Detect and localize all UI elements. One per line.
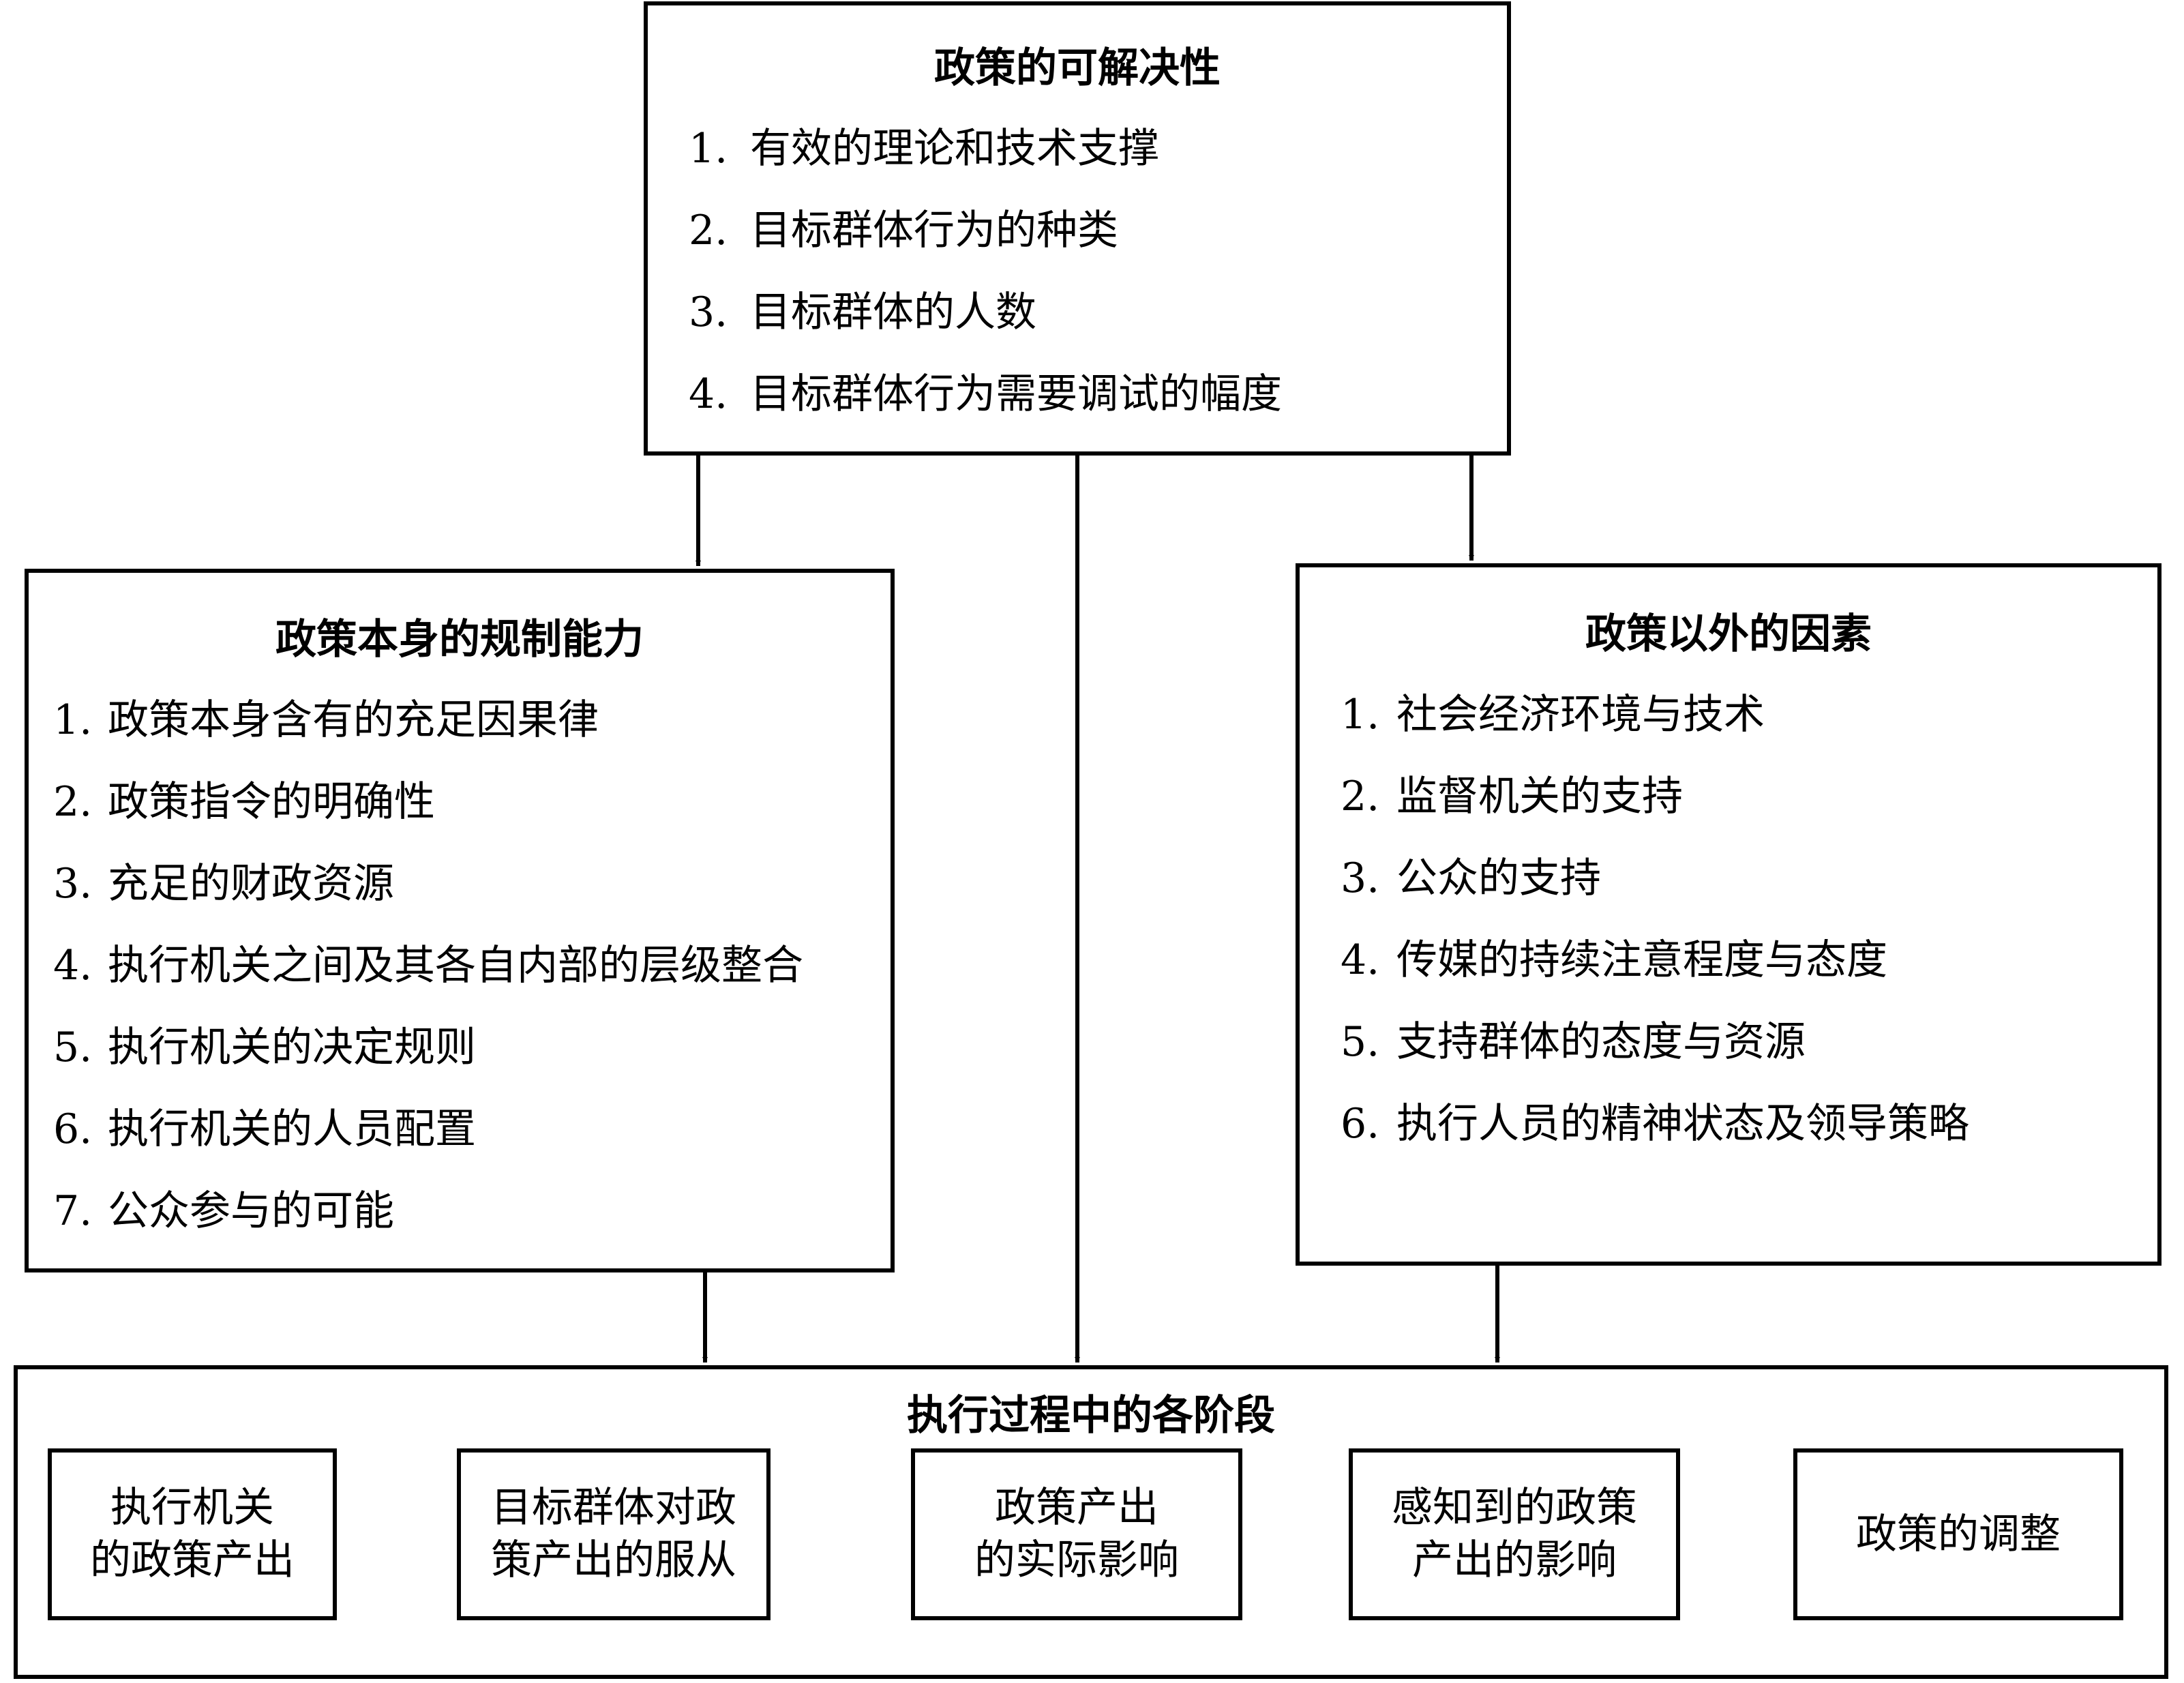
list-item: 2. 监督机关的支持 bbox=[1341, 776, 1969, 817]
item-text: 目标群体行为的种类 bbox=[750, 207, 1118, 254]
item-number: 6. bbox=[1341, 1100, 1380, 1148]
item-text: 传媒的持续注意程度与态度 bbox=[1396, 936, 1887, 984]
item-text: 充足的财政资源 bbox=[108, 860, 394, 908]
policy-solvability-list: 1.有效的理论和技术支撑 2.目标群体行为的种类 3.目标群体的人数 4.目标群… bbox=[689, 128, 1282, 415]
item-text: 执行机关之间及其各自内部的层级整合 bbox=[108, 942, 803, 989]
stage-label: 目标群体对政 策产出的服从 bbox=[491, 1484, 736, 1584]
implementation-stages-title: 执行过程中的各阶段 bbox=[907, 1392, 1275, 1440]
item-text: 监督机关的支持 bbox=[1396, 773, 1683, 820]
item-text: 公众的支持 bbox=[1396, 854, 1601, 902]
list-item: 3.公众的支持 bbox=[1341, 858, 1969, 899]
item-number: 5. bbox=[1341, 1018, 1380, 1066]
list-item: 6.执行人员的精神状态及领导策略 bbox=[1341, 1103, 1969, 1144]
list-item: 3.目标群体的人数 bbox=[689, 292, 1282, 333]
item-number: 5. bbox=[53, 1024, 93, 1071]
item-number: 3. bbox=[53, 860, 93, 908]
item-number: 6. bbox=[53, 1105, 93, 1153]
item-text: 支持群体的态度与资源 bbox=[1396, 1018, 1806, 1066]
list-item: 5.支持群体的态度与资源 bbox=[1341, 1022, 1969, 1062]
item-text: 目标群体的人数 bbox=[750, 288, 1036, 336]
item-text: 执行机关的人员配置 bbox=[108, 1105, 476, 1153]
item-text: 公众参与的可能 bbox=[108, 1187, 394, 1235]
stage-label: 政策的调整 bbox=[1856, 1510, 2061, 1558]
stage-policy-adjustment: 政策的调整 bbox=[1793, 1448, 2123, 1620]
external-factors-box: 政策以外的因素 1.社会经济环境与技术 2.监督机关的支持 3.公众的支持 4.… bbox=[1296, 563, 2161, 1266]
list-item: 1.有效的理论和技术支撑 bbox=[689, 128, 1282, 169]
stage-actual-impact: 政策产出 的实际影响 bbox=[911, 1448, 1242, 1620]
list-item: 4. 执行机关之间及其各自内部的层级整合 bbox=[53, 945, 803, 986]
item-number: 3. bbox=[689, 288, 728, 336]
item-text: 目标群体行为需要调试的幅度 bbox=[750, 370, 1282, 418]
external-factors-list: 1.社会经济环境与技术 2.监督机关的支持 3.公众的支持 4.传媒的持续注意程… bbox=[1341, 694, 1969, 1144]
item-text: 政策本身含有的充足因果律 bbox=[108, 696, 599, 744]
policy-solvability-title: 政策的可解决性 bbox=[934, 44, 1221, 92]
regulatory-capacity-box: 政策本身的规制能力 1.政策本身含有的充足因果律 2.政策指令的明确性 3.充足… bbox=[25, 569, 895, 1272]
item-number: 4. bbox=[1341, 936, 1380, 984]
stage-label: 感知到的政策 产出的影响 bbox=[1392, 1484, 1637, 1584]
item-text: 执行机关的决定规则 bbox=[108, 1024, 476, 1071]
stage-target-compliance: 目标群体对政 策产出的服从 bbox=[457, 1448, 771, 1620]
list-item: 1.社会经济环境与技术 bbox=[1341, 694, 1969, 735]
list-item: 3.充足的财政资源 bbox=[53, 863, 803, 904]
item-text: 社会经济环境与技术 bbox=[1396, 691, 1765, 739]
external-factors-title: 政策以外的因素 bbox=[1585, 610, 1872, 658]
stage-label: 执行机关 的政策产出 bbox=[90, 1484, 295, 1584]
list-item: 5. 执行机关的决定规则 bbox=[53, 1027, 803, 1068]
item-number: 4. bbox=[53, 942, 93, 989]
stage-perceived-impact: 感知到的政策 产出的影响 bbox=[1349, 1448, 1680, 1620]
list-item: 4.目标群体行为需要调试的幅度 bbox=[689, 374, 1282, 415]
list-item: 2. 目标群体行为的种类 bbox=[689, 210, 1282, 251]
list-item: 6.执行机关的人员配置 bbox=[53, 1109, 803, 1150]
item-number: 3. bbox=[1341, 854, 1380, 902]
item-number: 2. bbox=[1341, 773, 1380, 820]
item-number: 1. bbox=[689, 125, 728, 173]
stage-label: 政策产出 的实际影响 bbox=[974, 1484, 1179, 1584]
stage-agency-output: 执行机关 的政策产出 bbox=[48, 1448, 337, 1620]
item-number: 2. bbox=[689, 207, 728, 254]
item-number: 1. bbox=[53, 696, 93, 744]
item-number: 7. bbox=[53, 1187, 93, 1235]
item-text: 执行人员的精神状态及领导策略 bbox=[1396, 1100, 1969, 1148]
list-item: 1.政策本身含有的充足因果律 bbox=[53, 700, 803, 741]
regulatory-capacity-title: 政策本身的规制能力 bbox=[275, 616, 644, 664]
list-item: 2.政策指令的明确性 bbox=[53, 781, 803, 822]
list-item: 4.传媒的持续注意程度与态度 bbox=[1341, 940, 1969, 981]
item-number: 1. bbox=[1341, 691, 1380, 739]
list-item: 7.公众参与的可能 bbox=[53, 1191, 803, 1232]
item-text: 有效的理论和技术支撑 bbox=[750, 125, 1159, 173]
item-number: 2. bbox=[53, 778, 93, 826]
policy-solvability-box: 政策的可解决性 1.有效的理论和技术支撑 2.目标群体行为的种类 3.目标群体的… bbox=[644, 1, 1511, 456]
item-number: 4. bbox=[689, 370, 728, 418]
regulatory-capacity-list: 1.政策本身含有的充足因果律 2.政策指令的明确性 3.充足的财政资源 4.执行… bbox=[53, 700, 803, 1232]
item-text: 政策指令的明确性 bbox=[108, 778, 435, 826]
